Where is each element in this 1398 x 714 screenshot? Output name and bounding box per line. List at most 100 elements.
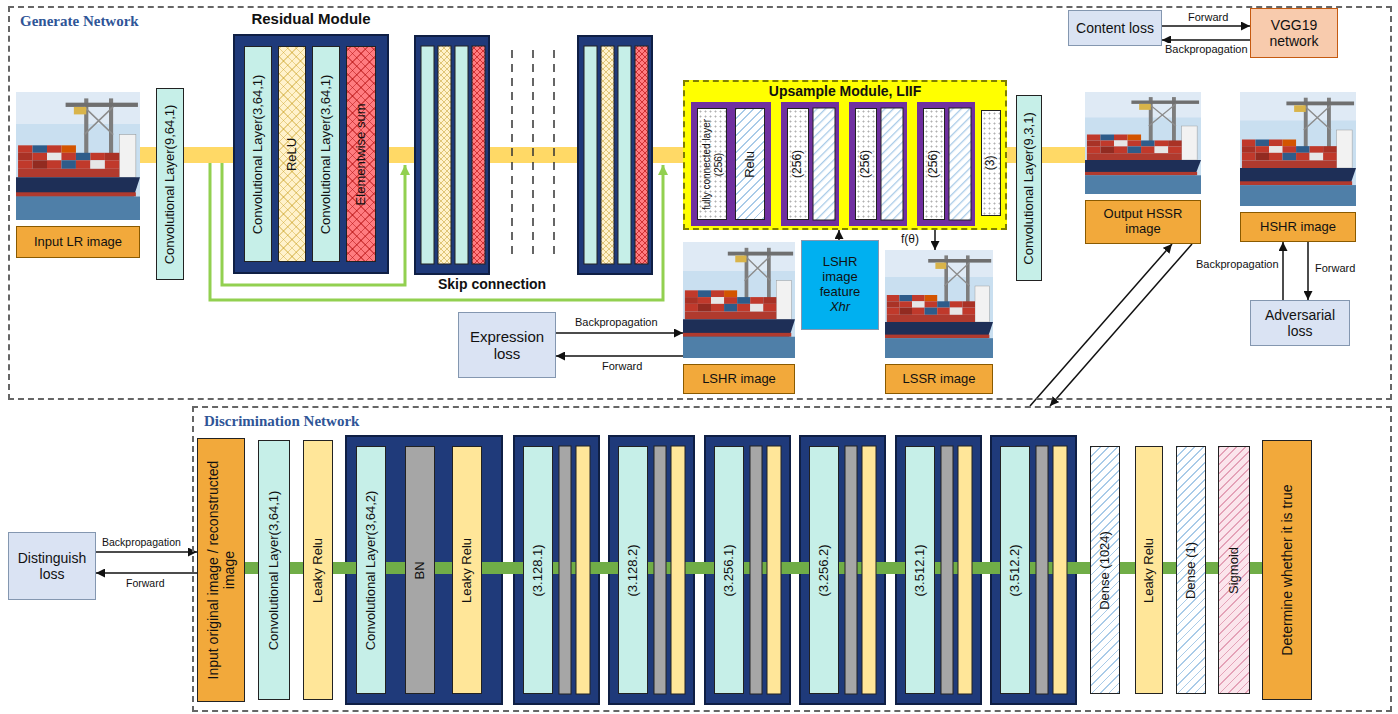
layer-strip: (256) — [855, 108, 877, 220]
layer-label: (3.256.1) — [722, 450, 737, 690]
image-panel: LSHR image — [683, 242, 795, 394]
bn-strip — [559, 446, 571, 694]
residual-module: Residual ModuleConvolutional Layer(3,64,… — [233, 34, 389, 274]
leaky-relu-strip — [862, 446, 876, 694]
layer-label: Leaky Relu — [311, 444, 326, 696]
bn-strip — [1036, 446, 1048, 694]
layer-strip: Leaky Relu — [303, 440, 333, 700]
relu-strip — [438, 46, 451, 264]
upsample-fill — [683, 80, 1007, 230]
layer-strip: (3) — [981, 110, 1001, 216]
layer-strip: Relu — [735, 108, 765, 220]
box-label: Xhr — [805, 300, 875, 315]
layer-strip: ReLU — [278, 46, 306, 262]
ship-photo — [16, 92, 140, 220]
network-region: Generate NetworkInput LR imageConvolutio… — [8, 6, 1392, 400]
loss-box: Expression loss — [458, 312, 556, 378]
layer-label: Determine whether it is true — [1279, 444, 1295, 696]
discriminator-strips — [559, 446, 1067, 694]
arrow-connector — [96, 551, 197, 553]
module-title: Residual Module — [235, 10, 387, 27]
image-label: LSSR image — [885, 364, 993, 394]
edge-label: Forward — [1313, 262, 1357, 275]
layer-label: Leaky Relu — [1142, 450, 1157, 690]
leaky-relu-strip — [958, 446, 972, 694]
layer-strip: (256) — [787, 108, 809, 220]
box-label: Adversarial loss — [1254, 307, 1346, 339]
ellipsis-dashes — [512, 50, 554, 260]
layer-label: Convolutional Layer(3,64,1) — [319, 50, 334, 258]
layer-label: (256) — [927, 112, 941, 216]
mlp-frame — [691, 102, 771, 226]
relu-strip — [601, 46, 614, 264]
arrow-connector — [556, 332, 683, 334]
layer-label: (256) — [791, 112, 805, 216]
layer-strip: (3.256.2) — [809, 446, 839, 694]
data-flow-band — [1163, 562, 1176, 574]
box-label: Distinguish loss — [12, 550, 92, 582]
layer-label: Convolutional Layer(3,64,2) — [364, 450, 379, 690]
upsample-ground — [683, 80, 1007, 230]
loss-box: Distinguish loss — [8, 532, 96, 600]
arrow-connector — [556, 355, 683, 357]
dash-line — [511, 50, 513, 260]
relu-strip — [813, 108, 835, 220]
layer-label: Sigmoid — [1227, 450, 1242, 690]
data-flow-band — [1206, 562, 1218, 574]
edge-label: Backpropagation — [1194, 258, 1281, 271]
layer-strip: BN — [405, 446, 435, 694]
layer-strip: Convolutional Layer(9,3,1) — [1016, 95, 1042, 281]
conv-block-frame — [346, 436, 502, 704]
layer-strip: Leaky Relu — [1135, 446, 1163, 694]
data-flow-band — [1120, 562, 1135, 574]
ship-photo — [1240, 92, 1356, 206]
arrow-connector — [1282, 242, 1284, 300]
network-region: Discrimination NetworkInput original ima… — [192, 406, 1392, 712]
layer-strip: (3.128.1) — [523, 446, 553, 694]
image-panel: Output HSSR image — [1085, 92, 1201, 244]
edge-label: Forward — [1186, 11, 1230, 24]
ship-photo — [1085, 92, 1201, 194]
layer-strip: Convolutional Layer(3,64,1) — [312, 46, 340, 262]
layer-label: fully connected layer (256) — [701, 112, 724, 216]
layer-label: (3.128.1) — [531, 450, 546, 690]
layer-label: Input original image / reconstructed ima… — [205, 442, 237, 698]
ship-photo — [885, 250, 993, 358]
edge-label: Backpropagation — [573, 316, 660, 329]
layer-label: (3.512.2) — [1008, 450, 1023, 690]
layer-strip: (3.256.1) — [714, 446, 744, 694]
data-flow-band — [386, 562, 405, 574]
layer-strip: Convolutional Layer(9,64,1) — [156, 88, 184, 280]
discriminator-frames — [346, 436, 1076, 704]
image-label: Output HSSR image — [1085, 200, 1201, 244]
layer-label: Convolutional Layer(3,64,1) — [267, 444, 282, 696]
layer-strip: (3.512.1) — [905, 446, 935, 694]
dash-line — [532, 50, 534, 260]
box-label: Content loss — [1072, 20, 1158, 36]
box-label: Expression loss — [462, 328, 552, 363]
bn-strip — [654, 446, 666, 694]
region-title: Discrimination Network — [204, 413, 359, 430]
box-label: VGG19 network — [1254, 17, 1334, 49]
module-title: Upsample Module, LIIF — [685, 82, 1005, 99]
layer-label: ReLU — [285, 50, 300, 258]
annotation-label: Skip connection — [438, 276, 546, 293]
data-flow-band — [184, 147, 233, 163]
arrow-connector — [838, 230, 840, 240]
layer-label: Convolutional Layer(9,64,1) — [163, 92, 178, 276]
layer-label: Dense (1024) — [1098, 450, 1113, 690]
edge-label: f(θ) — [899, 233, 921, 247]
layer-strip: (256) — [923, 108, 945, 220]
edge-label: Backpropagation — [100, 536, 183, 548]
box-label: LSHR image feature — [805, 255, 875, 300]
bn-strip — [845, 446, 857, 694]
layer-strip: Leaky Relu — [452, 446, 482, 694]
data-flow-band — [1250, 562, 1262, 574]
mlp-frame — [781, 102, 839, 226]
mlp-frame — [917, 102, 975, 226]
arrow-connector — [934, 230, 936, 250]
sum-strip — [472, 46, 485, 264]
loss-box: Adversarial loss — [1250, 300, 1350, 346]
layer-strip: Dense (1) — [1176, 446, 1206, 694]
ship-photo — [683, 242, 795, 358]
